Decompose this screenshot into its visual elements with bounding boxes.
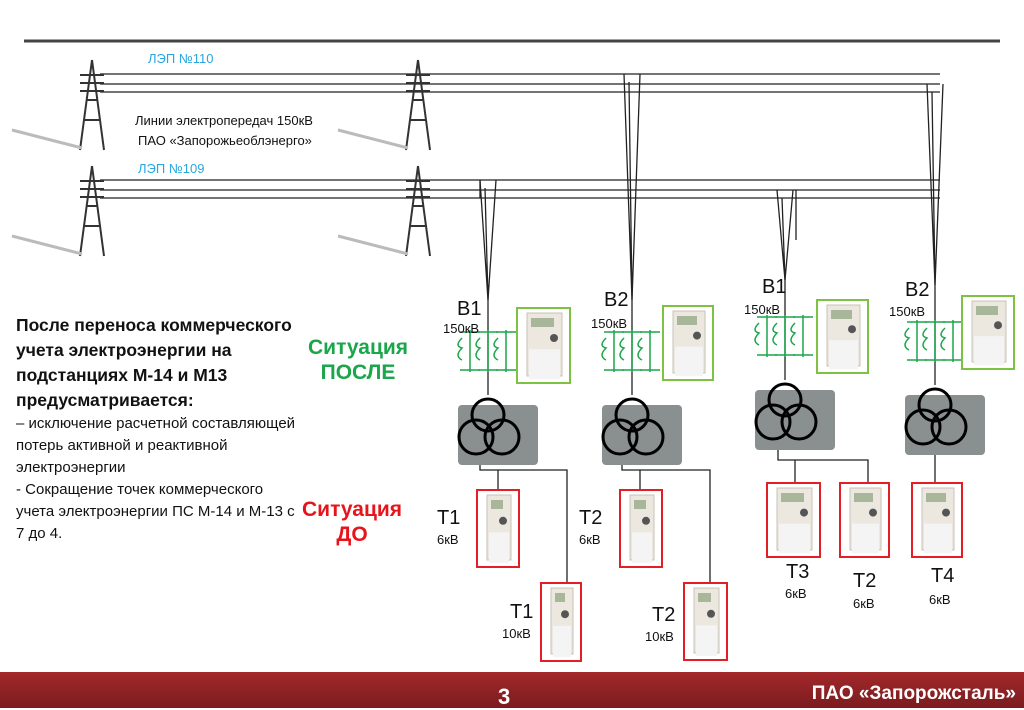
drop-wire <box>479 180 797 240</box>
ct-coil-icon <box>457 330 480 372</box>
electricity-meter-icon <box>619 489 663 568</box>
transformer-icon <box>601 397 682 465</box>
electricity-meter-icon <box>683 582 728 661</box>
tower-icon <box>11 59 105 151</box>
power-transformers <box>457 382 985 465</box>
tower-icon <box>337 59 431 151</box>
electricity-meter-icon <box>516 307 571 384</box>
input-name: В2 <box>905 279 930 301</box>
description-bullet-2: - Сокращение точек коммерческого учета э… <box>16 481 295 542</box>
situation-before-line1: Ситуация <box>302 498 403 521</box>
situation-after-line1: Ситуация <box>308 336 409 359</box>
transformer-icon <box>457 397 538 465</box>
situation-before-line2: ДО <box>336 523 368 546</box>
towers <box>11 59 431 257</box>
input-name: В1 <box>457 298 482 320</box>
input-name: В2 <box>604 289 629 311</box>
line-109-label: ЛЭП №109 <box>138 161 205 176</box>
power-lines-caption-2: ПАО «Запорожьеоблэнерго» <box>138 133 312 148</box>
drop-wire <box>623 73 641 301</box>
transformer-icon <box>904 387 985 455</box>
ct-coil-icon <box>790 315 813 357</box>
ct-coil-icon <box>922 320 945 362</box>
output-voltage: 6кВ <box>579 532 601 547</box>
drop-wire <box>479 179 497 301</box>
electricity-meter-icon <box>662 305 714 381</box>
input-voltage: 150кВ <box>744 302 781 317</box>
line-110-label: ЛЭП №110 <box>148 51 214 66</box>
situation-before-label: Ситуация ДО <box>302 497 402 547</box>
output-name: Т1 <box>437 507 461 529</box>
situation-after-label: Ситуация ПОСЛЕ <box>308 335 408 385</box>
description: После переноса коммерческого учета элект… <box>16 313 296 545</box>
output-voltage: 6кВ <box>853 596 875 611</box>
transformer-icon <box>754 382 835 450</box>
description-bullet-1: – исключение расчетной составляющей поте… <box>16 415 296 476</box>
footer-bar <box>0 672 1024 708</box>
output-name: Т2 <box>652 604 676 626</box>
page-number: 3 <box>498 684 511 709</box>
output-name: Т2 <box>853 570 877 592</box>
ct-coil-icon <box>772 315 795 357</box>
company-name: ПАО «Запорожсталь» <box>811 683 1016 704</box>
meters <box>476 295 1015 662</box>
ct-coil-icon <box>940 320 963 362</box>
output-name: Т4 <box>931 565 955 587</box>
ct-coil-icon <box>475 330 498 372</box>
output-name: Т1 <box>510 601 534 623</box>
electricity-meter-icon <box>961 295 1015 370</box>
electricity-meter-icon <box>839 482 890 558</box>
drop-wire <box>926 83 944 286</box>
tower-icon <box>11 165 105 257</box>
ct-coil-icon <box>637 330 660 372</box>
ct-coil-icon <box>904 320 927 362</box>
input-voltage: 150кВ <box>443 321 480 336</box>
ct-coil-icon <box>754 315 777 357</box>
output-voltage: 6кВ <box>929 592 951 607</box>
electricity-meter-icon <box>911 482 963 558</box>
electricity-meter-icon <box>540 582 582 662</box>
output-voltage: 6кВ <box>437 532 459 547</box>
ct-coil-icon <box>619 330 642 372</box>
ct-coil-icon <box>493 330 516 372</box>
output-name: Т2 <box>579 507 603 529</box>
electricity-meter-icon <box>766 482 821 558</box>
input-name: В1 <box>762 276 787 298</box>
current-transformers <box>457 315 963 372</box>
power-lines-caption-1: Линии электропередач 150кВ <box>135 113 313 128</box>
input-voltage: 150кВ <box>591 316 628 331</box>
output-voltage: 6кВ <box>785 586 807 601</box>
description-heading: После переноса коммерческого учета элект… <box>16 315 292 410</box>
output-voltage: 10кВ <box>645 629 674 644</box>
situation-after-line2: ПОСЛЕ <box>320 361 396 384</box>
drop-wire <box>776 189 794 281</box>
input-voltage: 150кВ <box>889 304 926 319</box>
ct-coil-icon <box>601 330 624 372</box>
output-voltage: 10кВ <box>502 626 531 641</box>
tower-icon <box>337 165 431 257</box>
output-name: Т3 <box>786 561 810 583</box>
electricity-meter-icon <box>476 489 520 568</box>
electricity-meter-icon <box>816 299 869 374</box>
